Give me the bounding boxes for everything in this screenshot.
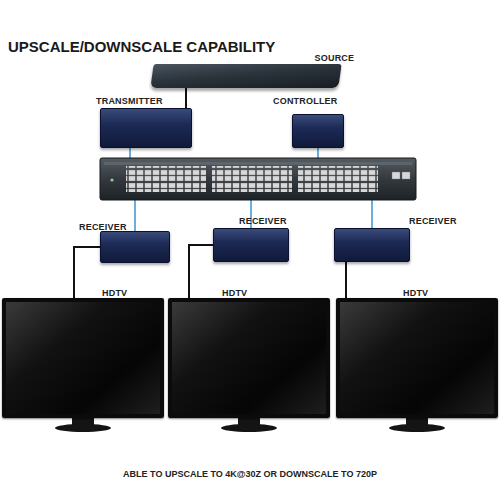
- diagram-caption: ABLE TO UPSCALE TO 4K@30Z OR DOWNSCALE T…: [0, 469, 500, 479]
- transmitter-box: TRANSMITTER: [100, 108, 192, 148]
- video-cable: [189, 245, 213, 298]
- device-label: RECEIVER: [239, 216, 287, 226]
- hdtv-screen: HDTV: [168, 298, 330, 418]
- receiver-box: RECEIVER: [100, 231, 170, 263]
- controller-box: CONTROLLER: [292, 114, 344, 148]
- device-label: RECEIVER: [409, 216, 457, 226]
- hdtv-screen: HDTV: [2, 298, 164, 418]
- receiver-box: RECEIVER: [213, 228, 289, 262]
- device-label: TRANSMITTER: [96, 96, 163, 106]
- video-cable: [345, 262, 347, 298]
- receiver-box: RECEIVER: [334, 228, 410, 262]
- device-label: CONTROLLER: [273, 96, 338, 106]
- video-cable: [74, 247, 100, 298]
- tv-stands: [55, 418, 445, 432]
- video-cable: [185, 88, 187, 108]
- device-label: HDTV: [403, 288, 428, 298]
- diagram-title: UPSCALE/DOWNSCALE CAPABILITY: [8, 38, 275, 55]
- hdtv-screen: HDTV: [336, 298, 498, 418]
- source-device: SOURCE: [150, 64, 341, 88]
- device-label: HDTV: [222, 288, 247, 298]
- network-switch: [100, 158, 416, 200]
- device-label: RECEIVER: [79, 222, 127, 232]
- device-label: HDTV: [102, 288, 127, 298]
- device-label: SOURCE: [315, 53, 355, 63]
